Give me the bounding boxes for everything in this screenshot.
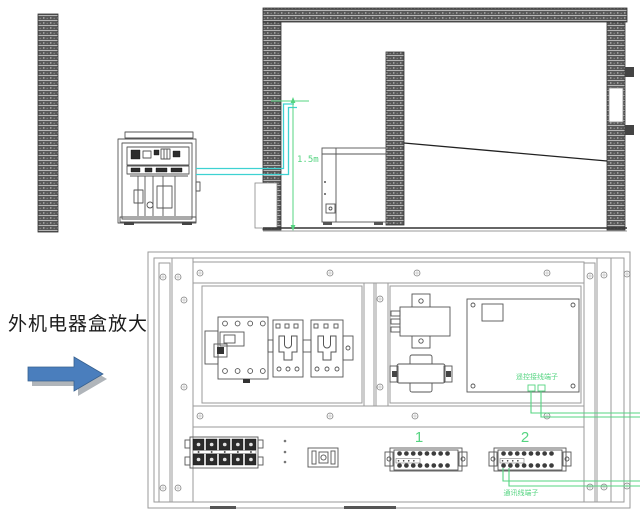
- zoom-arrow-icon: [27, 356, 107, 396]
- screw-icon: [180, 296, 188, 304]
- wall-mount-block: [625, 67, 634, 77]
- comm-wires: [196, 103, 297, 176]
- wall-junction-box: [608, 87, 624, 123]
- room-left-wall-hatch: [262, 21, 282, 231]
- left-wall-hatch: [37, 13, 59, 233]
- unit-top-bracket: [124, 131, 194, 139]
- zoom-note-label: 外机电器盒放大: [8, 314, 149, 335]
- outdoor-unit: [117, 131, 201, 225]
- screw-icon: [326, 269, 334, 277]
- pcb-display-window: [481, 303, 504, 322]
- screw-icon: [600, 483, 608, 491]
- screw-icon: [413, 269, 421, 277]
- contactor-2: [310, 319, 354, 378]
- electrical-box-detail: [147, 251, 640, 509]
- elevation-view: [37, 7, 634, 233]
- screw-icon: [159, 484, 167, 492]
- wire-run-diagonal: [403, 142, 608, 162]
- screw-icon: [543, 412, 551, 420]
- partition-wall-hatch: [385, 51, 405, 226]
- terminal-strip-2: [488, 447, 572, 472]
- aux-component: [307, 447, 339, 468]
- height-dimension: [271, 97, 309, 231]
- screw-icon: [196, 269, 204, 277]
- cross-terminal-block: [389, 354, 453, 393]
- ceiling-slab-hatch: [262, 7, 628, 23]
- unit-cabinet: [117, 138, 197, 224]
- unit-piping: [130, 175, 188, 216]
- transformer: [390, 293, 451, 349]
- pcb-terminal-1: [527, 384, 536, 392]
- screw-icon: [600, 271, 608, 279]
- unit-electric-compartment: [126, 146, 190, 166]
- terminal-strip-2-label: 2: [520, 429, 530, 446]
- room-section: [254, 7, 634, 232]
- screw-icon: [586, 272, 594, 280]
- power-terminal-block: [184, 436, 264, 469]
- right-rail-inner: [583, 262, 596, 503]
- right-mounting-plate: [389, 285, 582, 404]
- unit-terminal-strip: [126, 165, 190, 175]
- screw-icon: [174, 484, 182, 492]
- screw-icon: [543, 269, 551, 277]
- room-right-wall-hatch: [606, 21, 626, 231]
- panel-screw-holes: [283, 439, 287, 464]
- pcb-terminal-label: 遥控接线端子: [516, 374, 558, 381]
- enclosure-inner: [153, 257, 625, 503]
- left-rail-inner: [171, 257, 194, 503]
- left-mounting-plate: [201, 285, 363, 404]
- screw-icon: [411, 412, 419, 420]
- right-rail-outer: [596, 257, 612, 503]
- compressor: [156, 185, 173, 209]
- wall-mount-block: [625, 125, 634, 135]
- screw-icon: [174, 273, 182, 281]
- unit-base: [119, 216, 197, 223]
- screw-icon: [376, 295, 384, 303]
- height-dimension-label: 1.5m: [297, 155, 319, 165]
- terminal-strip-1: [384, 447, 468, 472]
- wall-conduit-box: [254, 182, 278, 229]
- screw-icon: [159, 273, 167, 281]
- screw-icon: [586, 483, 594, 491]
- circuit-breaker: [204, 316, 274, 383]
- bottom-rail: [192, 405, 585, 428]
- left-rail-outer: [158, 262, 171, 503]
- terminal-strip-1-label: 1: [414, 429, 424, 446]
- screw-icon: [180, 383, 188, 391]
- indoor-unit-box: [321, 147, 387, 225]
- screw-icon: [623, 270, 631, 278]
- screw-icon: [196, 412, 204, 420]
- top-rail: [192, 261, 585, 284]
- pcb-terminal-wires: [530, 391, 640, 418]
- contactor-1: [272, 319, 312, 378]
- comm-wire-label: 通讯线端子: [503, 490, 539, 497]
- pcb-terminal-2: [537, 384, 546, 392]
- center-divider-rail: [363, 282, 375, 407]
- comm-terminal-wires: [502, 468, 640, 487]
- screw-icon: [376, 383, 384, 391]
- screw-icon: [326, 412, 334, 420]
